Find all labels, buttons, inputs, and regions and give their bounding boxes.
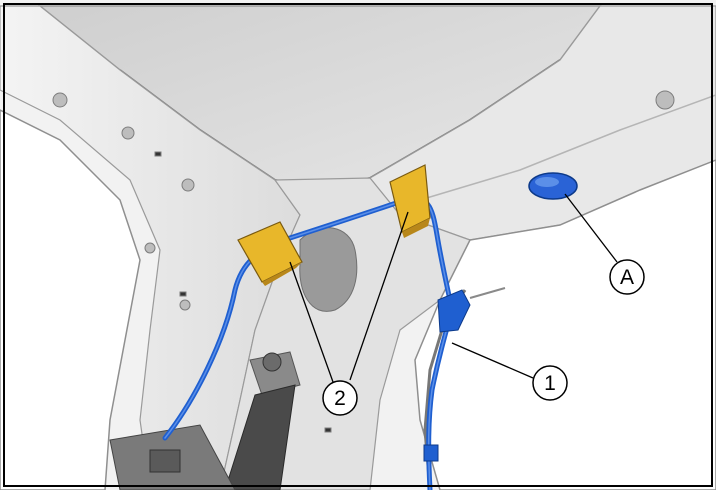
left-opening [0, 109, 141, 490]
callout-tape: 2 [322, 380, 358, 416]
window-opening [414, 159, 716, 490]
harness-clip [437, 289, 471, 333]
tape-right [389, 164, 431, 238]
leader-lines [289, 193, 618, 383]
callout-tape-label: 2 [334, 387, 346, 410]
center-cavity [299, 227, 358, 312]
body-holes [52, 90, 675, 433]
blue-plug-highlight [535, 177, 559, 187]
harness-clip-lower [423, 444, 439, 462]
callout-harness-label: 1 [544, 372, 556, 395]
seat-belt-assembly [109, 351, 301, 490]
frame-border [3, 3, 713, 487]
harness-pin [469, 287, 506, 299]
callout-plug-label: A [620, 266, 634, 289]
callout-harness: 1 [532, 365, 568, 401]
panel-crease [419, 94, 716, 201]
callout-plug: A [609, 259, 645, 295]
